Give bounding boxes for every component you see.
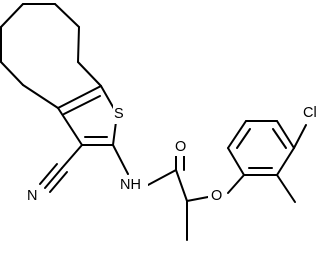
double-bond-inner [272,128,287,149]
ring-bond [22,84,59,109]
ring-bond [0,3,24,28]
ring-bond [54,3,80,28]
ring-bond [276,147,295,176]
ring-bond [227,120,247,149]
atom-labels: S N NH O O Cl [26,104,323,205]
ring-bond [77,26,80,63]
label-mask [302,105,323,123]
thiophene-ring [57,85,118,146]
nitrile-group [39,144,83,193]
ring-bond [227,147,245,176]
chloro-methyl-phenyl-ring [227,120,307,203]
ring-fusion-bond [57,85,102,109]
nitrile-triple-bond [39,163,58,185]
ring-bond [57,107,83,146]
cyclooctane-ring [0,3,102,109]
label-mask [208,187,226,204]
ether-bond [227,174,245,194]
ether-bond [186,196,209,202]
amide-n-bond [112,144,129,175]
nitrile-triple-bond [49,171,68,193]
ring-bond [0,61,24,86]
ring-bond [276,120,295,149]
nitrile-triple-bond [44,167,63,189]
label-mask [173,139,187,156]
ring-bond [77,61,102,87]
label-mask [118,176,148,194]
carbonyl-oxygen-label: O [175,139,186,155]
chlorine-bond [293,124,307,149]
nitrile-bond [61,144,83,169]
alpha-carbon-bond [175,169,188,202]
chlorine-atom-label: Cl [303,105,317,121]
amide-n-bond [147,169,177,186]
amide-nh-label: NH [120,177,141,193]
label-mask [26,187,40,205]
ether-oxygen-label: O [211,188,222,204]
aryl-methyl-bond [276,174,296,203]
sulfur-atom-label: S [114,106,124,122]
double-bond-inner [236,128,251,149]
nitrile-nitrogen-label: N [27,188,37,204]
double-bond-inner [63,95,101,115]
label-mask [113,104,128,124]
